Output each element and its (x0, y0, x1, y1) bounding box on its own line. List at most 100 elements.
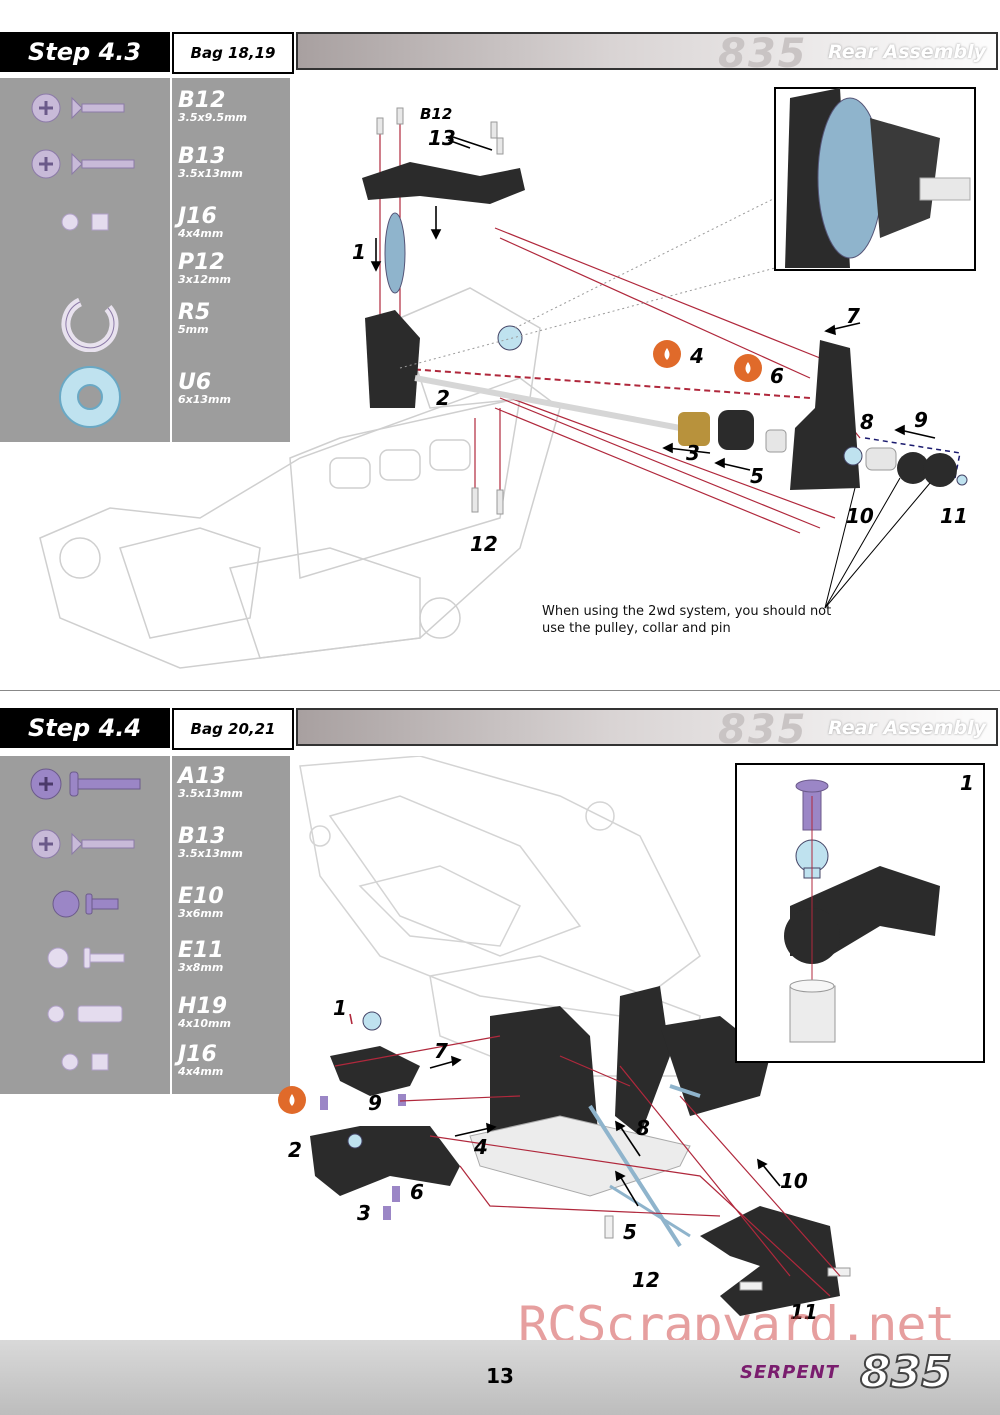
countersunk-screw-icon (31, 149, 135, 179)
set-screw-icon (61, 213, 109, 231)
countersunk-screw-icon (31, 93, 125, 123)
part-size: 3x8mm (178, 961, 224, 974)
part-code: H19 (178, 994, 228, 1019)
spur-disc (384, 212, 406, 294)
note-leader (824, 482, 931, 609)
bulkhead-left (365, 310, 420, 408)
countersunk-screw-icon (31, 829, 135, 859)
callout-6: 6 (770, 364, 784, 388)
threadlock-icon (278, 1086, 306, 1114)
callout-1: 1 (333, 996, 347, 1020)
rear-bulkhead-right (615, 986, 670, 1136)
inset-label: 1 (960, 771, 974, 795)
ball-studs (320, 1011, 406, 1220)
parts-divider (170, 78, 172, 442)
assembly-title: Rear Assembly (828, 41, 986, 63)
step-4-3-header: Step 4.3 Bag 18,19 835 Rear Assembly (0, 31, 1000, 77)
part-code: J16 (178, 1042, 217, 1067)
part-size: 3x12mm (178, 273, 231, 286)
drive-shaft (414, 375, 681, 431)
bag-label: Bag 18,19 (172, 32, 294, 74)
chassis-outline (39, 287, 561, 669)
bar-logo: 835 (718, 707, 808, 753)
pulley (718, 410, 754, 450)
callout-3: 3 (357, 1201, 371, 1225)
part-code: B13 (178, 824, 226, 849)
detail-inset (735, 763, 985, 1063)
part-code: B12 (178, 88, 226, 113)
part-size: 3.5x13mm (178, 847, 243, 860)
part-code: E11 (178, 938, 224, 963)
callout-3: 3 (686, 441, 700, 465)
spacer (765, 429, 787, 453)
callout-13: 13 (428, 126, 456, 150)
parts-divider (170, 756, 172, 1094)
part-size: 4x4mm (178, 227, 224, 240)
assembly-title-bar: 835 Rear Assembly (296, 707, 998, 753)
step-4-4-header: Step 4.4 Bag 20,21 835 Rear Assembly (0, 707, 1000, 753)
part-size: 3.5x9.5mm (178, 111, 247, 124)
bulkhead-right (790, 340, 860, 490)
ball-icon (52, 890, 119, 918)
step-label: Step 4.4 (0, 708, 170, 748)
part-size: 6x13mm (178, 393, 231, 406)
page-number: 13 (486, 1364, 514, 1388)
collar (678, 412, 710, 446)
lower-arm (310, 1126, 460, 1196)
step-4-3-diagram (39, 87, 976, 669)
callout-11: 11 (790, 1300, 818, 1324)
hinge-pin (588, 1104, 682, 1248)
part-code: A13 (178, 764, 226, 789)
hinge-pin (609, 1184, 691, 1238)
callout-8: 8 (636, 1116, 650, 1140)
threadlock-icon (734, 354, 762, 382)
callout-9: 9 (914, 408, 928, 432)
step-4-4-diagram (278, 756, 985, 1316)
callout-1: 1 (352, 240, 366, 264)
note-leader (824, 477, 901, 609)
hinge-bracket (362, 162, 525, 204)
washer-icon (59, 366, 121, 428)
part-size: 3x6mm (178, 907, 224, 920)
assembly-title-bar: 835 Rear Assembly (296, 31, 998, 77)
section-divider (0, 690, 1000, 691)
callout-7: 7 (846, 304, 860, 328)
callout-b12: B12 (420, 105, 453, 123)
assembly-title: Rear Assembly (828, 717, 986, 739)
footer-brand: SERPENT (740, 1362, 839, 1383)
rear-brace (700, 1206, 840, 1316)
detail-inset (774, 87, 976, 271)
part-code: E10 (178, 884, 224, 909)
callout-12: 12 (632, 1268, 660, 1292)
screws (376, 107, 504, 515)
guide-lines (334, 1035, 841, 1297)
callout-10: 10 (780, 1169, 808, 1193)
callout-9: 9 (368, 1091, 382, 1115)
note-leader (824, 487, 856, 609)
upper-arm (330, 1046, 420, 1096)
part-code: B13 (178, 144, 226, 169)
part-size: 4x10mm (178, 1017, 231, 1030)
spacer-icon (47, 1005, 123, 1023)
callout-4: 4 (474, 1135, 488, 1159)
callout-2: 2 (436, 386, 450, 410)
part-size: 3.5x13mm (178, 787, 243, 800)
screws (604, 1215, 851, 1291)
inset-leader (514, 197, 776, 329)
part-size: 3.5x13mm (178, 167, 243, 180)
callout-5: 5 (623, 1220, 637, 1244)
callout-10: 10 (846, 504, 874, 528)
arrows (349, 1013, 781, 1207)
set-screw-icon (61, 1053, 109, 1071)
callout-12: 12 (470, 532, 498, 556)
callout-2: 2 (288, 1138, 302, 1162)
part-code: U6 (178, 370, 212, 395)
parts-panel-4-3: B12 3.5x9.5mm B13 3.5x13mm J16 4x4mm P12… (0, 78, 290, 442)
step-label: Step 4.3 (0, 32, 170, 72)
callout-6: 6 (410, 1180, 424, 1204)
part-code: R5 (178, 300, 211, 325)
bar-logo: 835 (718, 31, 808, 77)
footer-model: 835 (859, 1347, 953, 1399)
callout-11: 11 (940, 504, 968, 528)
callout-5: 5 (750, 464, 764, 488)
